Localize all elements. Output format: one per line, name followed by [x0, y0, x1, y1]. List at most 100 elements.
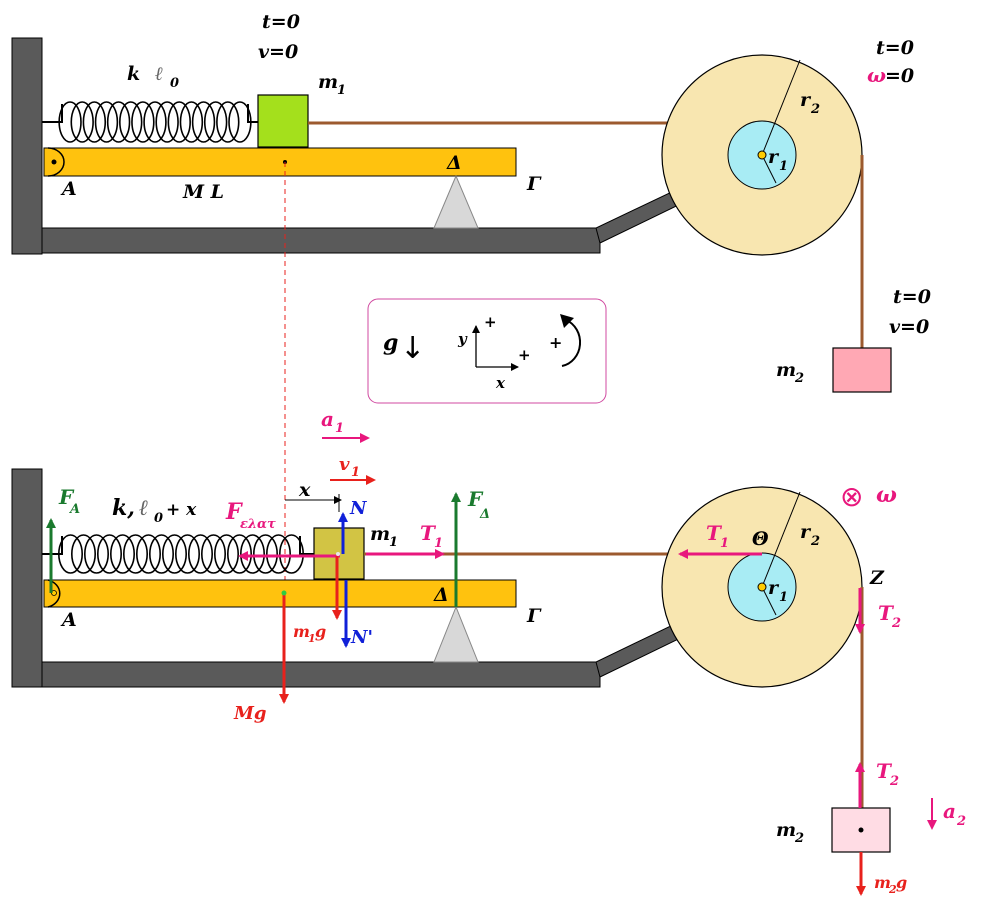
- label-Delta-bottom: Δ: [433, 584, 449, 606]
- legend-x-plus: +: [518, 346, 531, 364]
- bottom-wall: [11, 468, 43, 688]
- spring-coil: [71, 534, 97, 574]
- top-r2-line: [761, 59, 801, 156]
- label-Gamma-bottom: Γ: [526, 605, 542, 627]
- spring-coil: [143, 101, 167, 143]
- top-block-m2: [832, 347, 892, 393]
- label-T2-bottom-sub: 2: [889, 774, 899, 789]
- top-label-Delta: Δ: [446, 152, 462, 174]
- label-F-elastic: F: [225, 499, 243, 525]
- top-m2-sub: 2: [794, 371, 804, 386]
- top-spring-coils: [58, 101, 252, 143]
- spring-coil: [119, 101, 143, 143]
- spring-coil: [167, 101, 191, 143]
- top-pivot: [433, 174, 479, 229]
- label-m2g-g: g: [896, 873, 907, 892]
- spring-coil: [136, 534, 162, 574]
- top-r1-sub: 1: [779, 159, 788, 174]
- spring-coil: [278, 534, 304, 574]
- top-spring-k: k: [127, 63, 140, 85]
- label-v1-sub: 1: [351, 465, 360, 480]
- spring-coil: [188, 534, 214, 574]
- label-m2g-sub: 2: [888, 883, 897, 896]
- label-Theta: Θ: [752, 528, 769, 550]
- legend-g-arrow: ↓: [400, 331, 425, 366]
- top-spring-l0: ℓ: [155, 63, 163, 85]
- spring-coil: [94, 101, 119, 143]
- label-T1-block-sub: 1: [434, 536, 443, 551]
- label-T1-pulley: T: [706, 521, 723, 545]
- label-T1-pulley-sub: 1: [720, 536, 729, 551]
- top-base: [41, 227, 601, 254]
- spring-coil: [57, 534, 83, 574]
- top-label-ML: M L: [182, 181, 224, 203]
- label-r2-bottom-sub: 2: [810, 534, 820, 549]
- top-m1-sub: 1: [337, 83, 346, 98]
- top-omega: ω: [867, 63, 886, 87]
- label-FA-sub: A: [68, 502, 80, 517]
- legend-rotation-arrowhead: [560, 314, 574, 328]
- label-r2-bottom: r: [800, 521, 812, 543]
- bottom-system: a 1 v 1 x F A k, ℓ 0 + x F ελατ N m 1 T …: [11, 407, 966, 896]
- top-spring-l0-sub: 0: [170, 76, 179, 91]
- label-r1-bottom: r: [768, 577, 780, 599]
- top-r1-line: [761, 154, 777, 184]
- top-wall: [11, 37, 43, 255]
- spring-coil: [162, 534, 188, 574]
- top-m2: m: [776, 359, 796, 381]
- label-F-elastic-sub: ελατ: [240, 517, 276, 532]
- label-m1g: m: [293, 622, 310, 641]
- block-center-dot: [336, 552, 340, 556]
- top-pulley-axle: [757, 150, 767, 160]
- top-beam: [43, 147, 517, 177]
- spring-coil: [110, 534, 136, 574]
- bottom-base: [41, 661, 601, 688]
- label-Z: Z: [869, 567, 885, 589]
- legend-g: g: [383, 330, 398, 356]
- spring-coil: [106, 101, 131, 143]
- bottom-pivot: [433, 605, 479, 663]
- label-Mg: Mg: [233, 703, 267, 724]
- top-label-A: A: [60, 178, 77, 200]
- label-spring-plus-x: + x: [166, 500, 197, 520]
- label-m1g-sub: 1: [308, 632, 316, 645]
- top-t0-m2: t=0: [893, 286, 931, 308]
- label-T2-top-sub: 2: [891, 616, 901, 631]
- label-omega: ω: [876, 482, 897, 508]
- top-r2-sub: 2: [810, 102, 820, 117]
- top-hinge: [47, 147, 65, 177]
- label-FD-sub: Δ: [479, 507, 490, 522]
- top-hinge-dot: [51, 159, 57, 165]
- label-A-bottom: A: [60, 609, 77, 631]
- spring-coil: [216, 101, 240, 143]
- spring-coil: [201, 534, 227, 574]
- top-block-m1: [257, 94, 309, 148]
- spring-coil: [155, 101, 179, 143]
- legend-x-label: x: [495, 374, 506, 392]
- legend-rot-plus: +: [549, 333, 562, 352]
- legend-rotation-arrow: [561, 319, 582, 367]
- spring-coil: [253, 534, 279, 574]
- label-a2: a: [943, 799, 956, 823]
- top-v0-m2: v=0: [889, 316, 929, 338]
- label-m2-bottom: m: [776, 819, 796, 841]
- top-t0-block: t=0: [262, 11, 300, 33]
- label-a1-sub: 1: [335, 421, 344, 436]
- spring-coil: [97, 534, 123, 574]
- label-T1-block: T: [420, 521, 437, 545]
- top-v0-block: v=0: [258, 41, 298, 63]
- spring-coil: [131, 101, 155, 143]
- label-a1: a: [321, 407, 334, 431]
- label-FA: F: [58, 485, 75, 509]
- spring-coil: [149, 534, 175, 574]
- label-N: N: [349, 498, 368, 519]
- spring-coil: [191, 101, 216, 143]
- label-a2-sub: 2: [956, 814, 966, 829]
- bottom-r2-line: [761, 491, 801, 588]
- label-v1: v: [339, 454, 350, 475]
- spring-coil: [265, 534, 291, 574]
- bottom-pulley-axle: [757, 582, 767, 592]
- label-x: x: [298, 479, 311, 501]
- label-r1-bottom-sub: 1: [779, 590, 788, 605]
- spring-coil: [240, 534, 266, 574]
